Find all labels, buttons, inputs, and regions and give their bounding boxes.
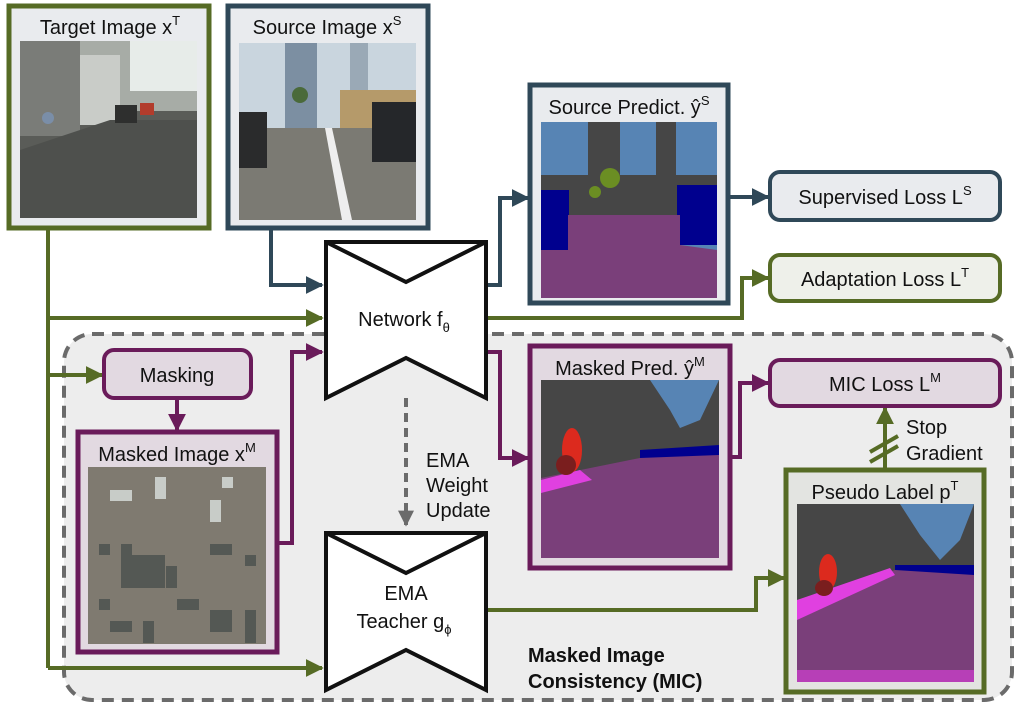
masking-label: Masking <box>140 365 214 387</box>
masked-image-panel: Masked Image xM <box>75 429 280 655</box>
mic-loss-label: MIC Loss L <box>829 374 930 396</box>
network-to-adaptation-loss-arrow <box>488 269 770 320</box>
pseudo-label-segmentation <box>797 504 974 682</box>
ema-teacher-label-line1: EMA <box>384 583 428 605</box>
source-prediction-panel: Source Predict. ŷS <box>527 82 731 306</box>
ema-update-line3: Update <box>426 500 491 522</box>
ema-update-line2: Weight <box>426 475 488 497</box>
source-image-title: Source Image x <box>253 17 393 39</box>
teacher-to-pseudo-label-arrow <box>488 569 786 612</box>
svg-text:Target Image xT: Target Image xT <box>40 13 180 39</box>
stop-gradient-line2: Gradient <box>906 443 983 465</box>
stop-gradient-mark <box>869 434 899 464</box>
source-prediction-title: Source Predict. ŷ <box>549 97 701 119</box>
supervised-loss-label: Supervised Loss L <box>798 187 963 209</box>
masked-prediction-panel: Masked Pred. ŷM <box>527 343 733 571</box>
svg-text:Supervised Loss LS: Supervised Loss LS <box>798 183 972 209</box>
network-label: Network f <box>358 309 443 331</box>
source-prediction-segmentation <box>541 122 717 298</box>
svg-text:Teacher gϕ: Teacher gϕ <box>356 611 451 637</box>
mic-region-label-line2: Consistency (MIC) <box>528 671 702 693</box>
masked-prediction-title: Masked Pred. ŷ <box>555 358 694 380</box>
masked-image-photo <box>88 467 266 644</box>
network-to-masked-pred-arrow <box>488 350 530 467</box>
source-to-network-arrow <box>269 226 324 294</box>
ema-update-line1: EMA <box>426 450 470 472</box>
adaptation-loss-label: Adaptation Loss L <box>801 269 961 291</box>
svg-text:Pseudo Label pT: Pseudo Label pT <box>812 478 959 504</box>
network-to-source-pred-arrow <box>488 189 530 287</box>
svg-text:Source Image xS: Source Image xS <box>253 13 402 39</box>
ema-teacher-label-line2: Teacher g <box>356 611 444 633</box>
source-image-panel: Source Image xS <box>225 3 431 231</box>
target-image-title: Target Image x <box>40 17 172 39</box>
svg-text:Source Predict. ŷS: Source Predict. ŷS <box>549 93 710 119</box>
masked-image-to-network-arrow <box>278 343 324 545</box>
masked-pred-to-mic-loss-arrow <box>730 374 770 459</box>
target-image-panel: Target Image xT <box>6 3 212 231</box>
svg-text:Network fθ: Network fθ <box>358 309 450 335</box>
stop-gradient-line1: Stop <box>906 417 947 439</box>
svg-text:Adaptation Loss LT: Adaptation Loss LT <box>801 265 969 291</box>
mic-region-label-line1: Masked Image <box>528 645 665 667</box>
svg-text:MIC Loss LM: MIC Loss LM <box>829 370 941 396</box>
mic-loss-node: MIC Loss LM <box>768 358 1002 408</box>
pseudo-label-panel: Pseudo Label pT <box>783 467 987 695</box>
source-image-photo <box>239 43 416 220</box>
svg-text:Masked Image xM: Masked Image xM <box>98 440 256 466</box>
masked-prediction-segmentation <box>541 380 719 558</box>
masking-node: Masking <box>102 348 253 400</box>
svg-text:Masked Pred. ŷM: Masked Pred. ŷM <box>555 354 705 380</box>
supervised-loss-node: Supervised Loss LS <box>768 170 1002 222</box>
target-image-photo <box>20 41 197 218</box>
network-node: Network fθ <box>324 240 488 402</box>
pseudo-label-title: Pseudo Label p <box>812 482 951 504</box>
masked-image-title: Masked Image x <box>98 444 245 466</box>
ema-teacher-node: EMA Teacher gϕ <box>324 531 488 694</box>
adaptation-loss-node: Adaptation Loss LT <box>768 253 1002 303</box>
